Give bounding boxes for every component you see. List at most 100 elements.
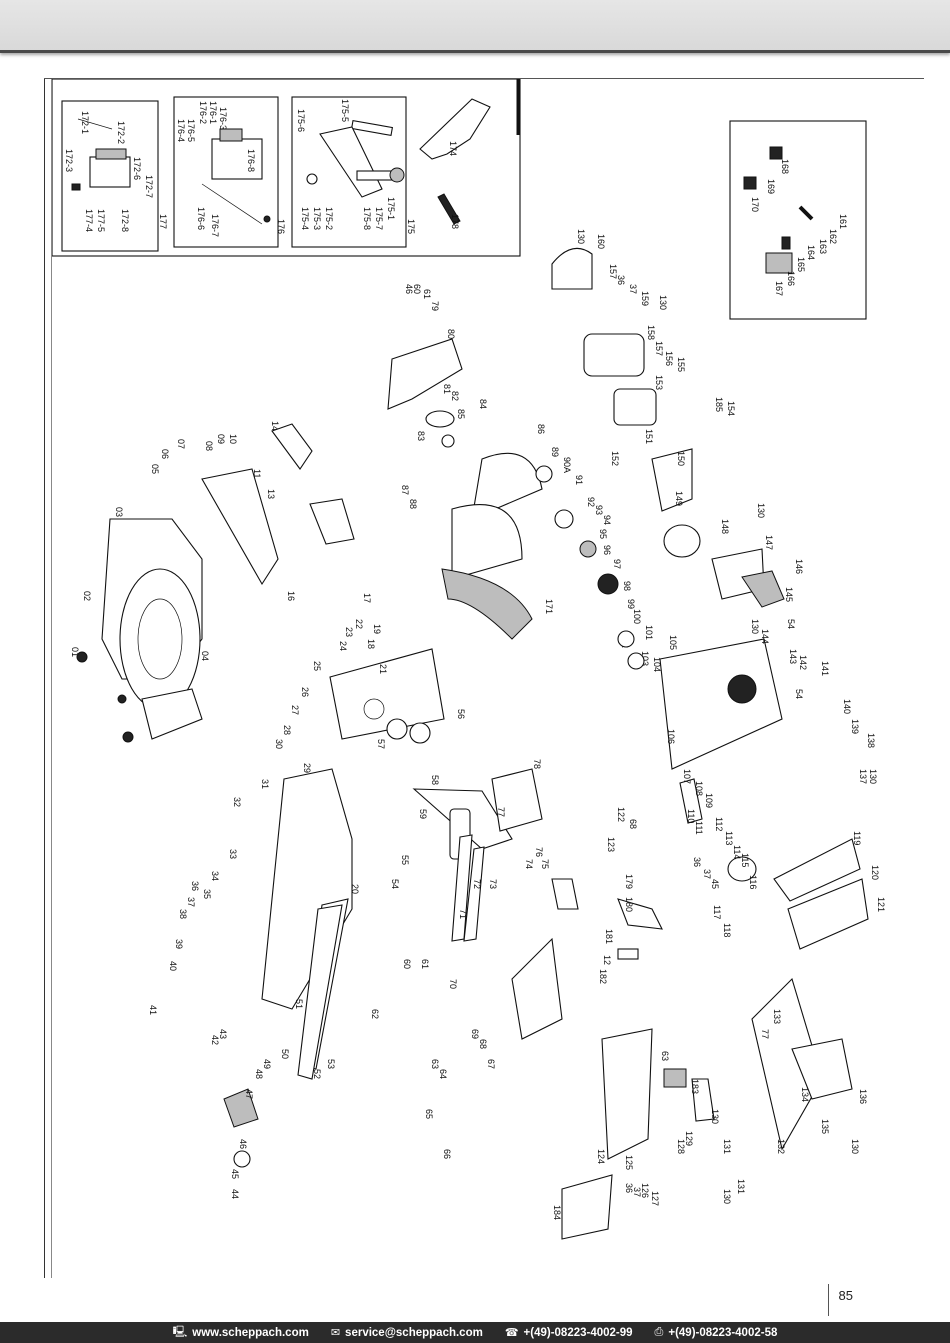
page-number: 85 bbox=[827, 1284, 853, 1316]
svg-text:123: 123 bbox=[606, 837, 616, 852]
lower-parts: 179 180 181 12 182 183 124 125 126 36 37… bbox=[552, 874, 868, 1240]
svg-text:176-4: 176-4 bbox=[176, 119, 186, 142]
svg-text:35: 35 bbox=[202, 889, 212, 899]
svg-text:176-8: 176-8 bbox=[246, 149, 256, 172]
svg-text:44: 44 bbox=[230, 1189, 240, 1199]
website-link[interactable]: www.scheppach.com bbox=[192, 1326, 309, 1339]
fax-icon: ⎙ bbox=[654, 1326, 664, 1338]
svg-text:141: 141 bbox=[820, 661, 830, 676]
svg-text:38: 38 bbox=[178, 909, 188, 919]
footer-phone: ☎ +(49)-08223-4002-99 bbox=[505, 1326, 633, 1340]
svg-text:46: 46 bbox=[404, 284, 414, 294]
svg-text:113: 113 bbox=[724, 831, 734, 845]
svg-text:175-1: 175-1 bbox=[386, 197, 396, 220]
svg-text:172-2: 172-2 bbox=[116, 121, 126, 144]
svg-text:144: 144 bbox=[760, 629, 770, 644]
svg-text:131: 131 bbox=[736, 1179, 746, 1194]
svg-text:142: 142 bbox=[798, 655, 808, 670]
svg-text:91: 91 bbox=[574, 475, 584, 485]
svg-text:162: 162 bbox=[828, 229, 838, 244]
svg-text:84: 84 bbox=[478, 399, 488, 409]
footer-website[interactable]: 🖳 www.scheppach.com bbox=[173, 1323, 309, 1342]
svg-text:13: 13 bbox=[266, 489, 276, 499]
svg-text:151: 151 bbox=[644, 429, 654, 444]
svg-text:177-4: 177-4 bbox=[84, 209, 94, 232]
svg-text:90A: 90A bbox=[562, 457, 572, 473]
svg-text:74: 74 bbox=[524, 859, 534, 869]
svg-text:77: 77 bbox=[496, 807, 506, 817]
svg-text:77: 77 bbox=[760, 1029, 770, 1039]
svg-text:26: 26 bbox=[300, 687, 310, 697]
svg-text:14: 14 bbox=[270, 421, 280, 431]
svg-text:54: 54 bbox=[794, 689, 804, 699]
svg-text:175-6: 175-6 bbox=[296, 109, 306, 132]
svg-text:146: 146 bbox=[794, 559, 804, 574]
svg-text:121: 121 bbox=[876, 897, 886, 912]
svg-text:137: 137 bbox=[858, 769, 868, 784]
svg-text:156: 156 bbox=[664, 351, 674, 366]
svg-text:177: 177 bbox=[158, 214, 168, 229]
svg-text:93: 93 bbox=[594, 505, 604, 515]
svg-text:172-6: 172-6 bbox=[132, 157, 142, 180]
svg-text:175-8: 175-8 bbox=[362, 207, 372, 230]
svg-text:172-8: 172-8 bbox=[120, 209, 130, 232]
svg-text:07: 07 bbox=[176, 439, 186, 449]
svg-text:94: 94 bbox=[602, 515, 612, 525]
svg-text:175-7: 175-7 bbox=[374, 207, 384, 230]
svg-text:85: 85 bbox=[456, 409, 466, 419]
svg-text:104: 104 bbox=[652, 657, 662, 672]
svg-text:180: 180 bbox=[624, 897, 634, 912]
svg-text:108: 108 bbox=[694, 781, 704, 796]
svg-text:37: 37 bbox=[186, 897, 196, 907]
svg-text:166: 166 bbox=[786, 271, 796, 286]
svg-text:60: 60 bbox=[412, 284, 422, 294]
svg-text:117: 117 bbox=[712, 905, 722, 919]
svg-text:175-3: 175-3 bbox=[312, 207, 322, 230]
svg-text:17: 17 bbox=[362, 593, 372, 603]
email-link[interactable]: service@scheppach.com bbox=[345, 1326, 483, 1339]
svg-text:115: 115 bbox=[740, 853, 750, 867]
svg-text:01: 01 bbox=[70, 647, 80, 657]
svg-text:18: 18 bbox=[366, 639, 376, 649]
svg-text:92: 92 bbox=[586, 497, 596, 507]
svg-text:126: 126 bbox=[640, 1183, 650, 1198]
svg-text:130: 130 bbox=[658, 295, 668, 310]
svg-text:98: 98 bbox=[622, 581, 632, 591]
svg-text:130: 130 bbox=[756, 503, 766, 518]
svg-text:139: 139 bbox=[850, 719, 860, 734]
svg-text:127: 127 bbox=[650, 1191, 660, 1206]
svg-text:157: 157 bbox=[654, 341, 664, 356]
svg-text:107: 107 bbox=[682, 769, 692, 784]
svg-text:86: 86 bbox=[536, 424, 546, 434]
svg-text:16: 16 bbox=[286, 591, 296, 601]
svg-text:27: 27 bbox=[290, 705, 300, 715]
svg-text:25: 25 bbox=[312, 661, 322, 671]
svg-text:50: 50 bbox=[280, 1049, 290, 1059]
svg-text:68: 68 bbox=[628, 819, 638, 829]
svg-text:10: 10 bbox=[228, 434, 238, 444]
inset-accessories-panel: 172-3 172-1 172-2 172-6 172-7 172-8 177-… bbox=[52, 79, 521, 257]
svg-text:130: 130 bbox=[750, 619, 760, 634]
svg-text:103: 103 bbox=[640, 651, 650, 666]
motor-head-assembly: 106 107 108 109 110 111 112 113 114 115 … bbox=[551, 229, 886, 950]
svg-text:23: 23 bbox=[344, 627, 354, 637]
svg-text:73: 73 bbox=[488, 879, 498, 889]
svg-text:29: 29 bbox=[302, 763, 312, 773]
footer-email[interactable]: ✉ service@scheppach.com bbox=[330, 1326, 483, 1340]
svg-text:95: 95 bbox=[598, 529, 608, 539]
exploded-parts-diagram: 172-3 172-1 172-2 172-6 172-7 172-8 177-… bbox=[52, 79, 924, 1278]
svg-text:172-3: 172-3 bbox=[64, 149, 74, 172]
envelope-icon: ✉ bbox=[330, 1327, 341, 1339]
svg-text:21: 21 bbox=[378, 664, 388, 674]
svg-text:80: 80 bbox=[446, 329, 456, 339]
svg-text:167: 167 bbox=[774, 281, 784, 296]
svg-text:124: 124 bbox=[596, 1149, 606, 1164]
svg-text:36: 36 bbox=[616, 275, 626, 285]
svg-text:72: 72 bbox=[472, 879, 482, 889]
svg-text:28: 28 bbox=[282, 725, 292, 735]
svg-text:41: 41 bbox=[148, 1005, 158, 1015]
svg-text:155: 155 bbox=[676, 357, 686, 372]
svg-text:128: 128 bbox=[676, 1139, 686, 1154]
svg-text:182: 182 bbox=[598, 969, 608, 984]
svg-text:132: 132 bbox=[776, 1139, 786, 1154]
